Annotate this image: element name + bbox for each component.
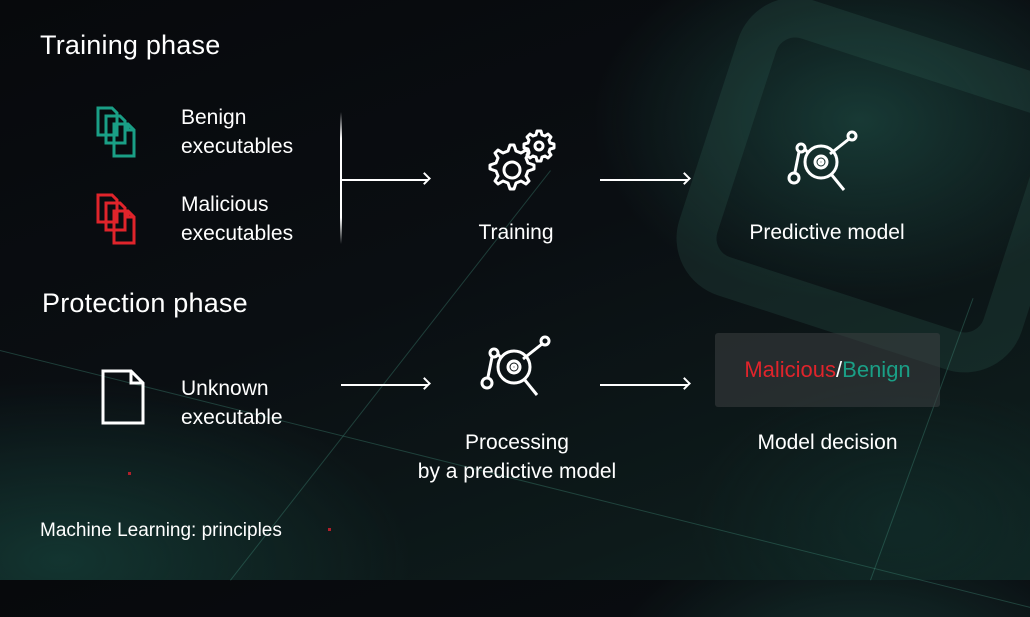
gears-icon [488, 129, 556, 191]
predictive-model-label: Predictive model [749, 221, 905, 244]
arrow-to-model [600, 179, 688, 181]
arrow-to-decision [600, 384, 688, 386]
malicious-executables-label: Malicious executables [181, 193, 294, 245]
training-phase-title: Training phase [40, 30, 221, 60]
arrow-to-training [341, 179, 428, 181]
decorative-dot [328, 528, 331, 531]
decorative-dot [128, 472, 131, 475]
protection-phase-title: Protection phase [42, 288, 248, 318]
footer-caption: Machine Learning: principles [40, 520, 282, 541]
model-decision-label: Model decision [757, 431, 898, 454]
model-analytics-icon [787, 130, 858, 191]
result-separator: / [836, 357, 843, 382]
model-decision-box: Malicious/Benign [715, 333, 940, 407]
training-step-label: Training [478, 221, 554, 244]
benign-result: Benign [842, 357, 911, 382]
processing-step-label: Processing by a predictive model [417, 431, 617, 483]
merge-bracket [340, 112, 342, 244]
arrow-to-processing [341, 384, 428, 386]
malicious-result: Malicious [744, 357, 837, 382]
model-analytics-icon [480, 335, 551, 396]
unknown-executable-label: Unknown executable [181, 377, 283, 429]
documents-stack-icon [96, 193, 136, 245]
document-icon [101, 369, 145, 425]
documents-stack-icon [96, 106, 136, 158]
benign-executables-label: Benign executables [181, 106, 294, 158]
